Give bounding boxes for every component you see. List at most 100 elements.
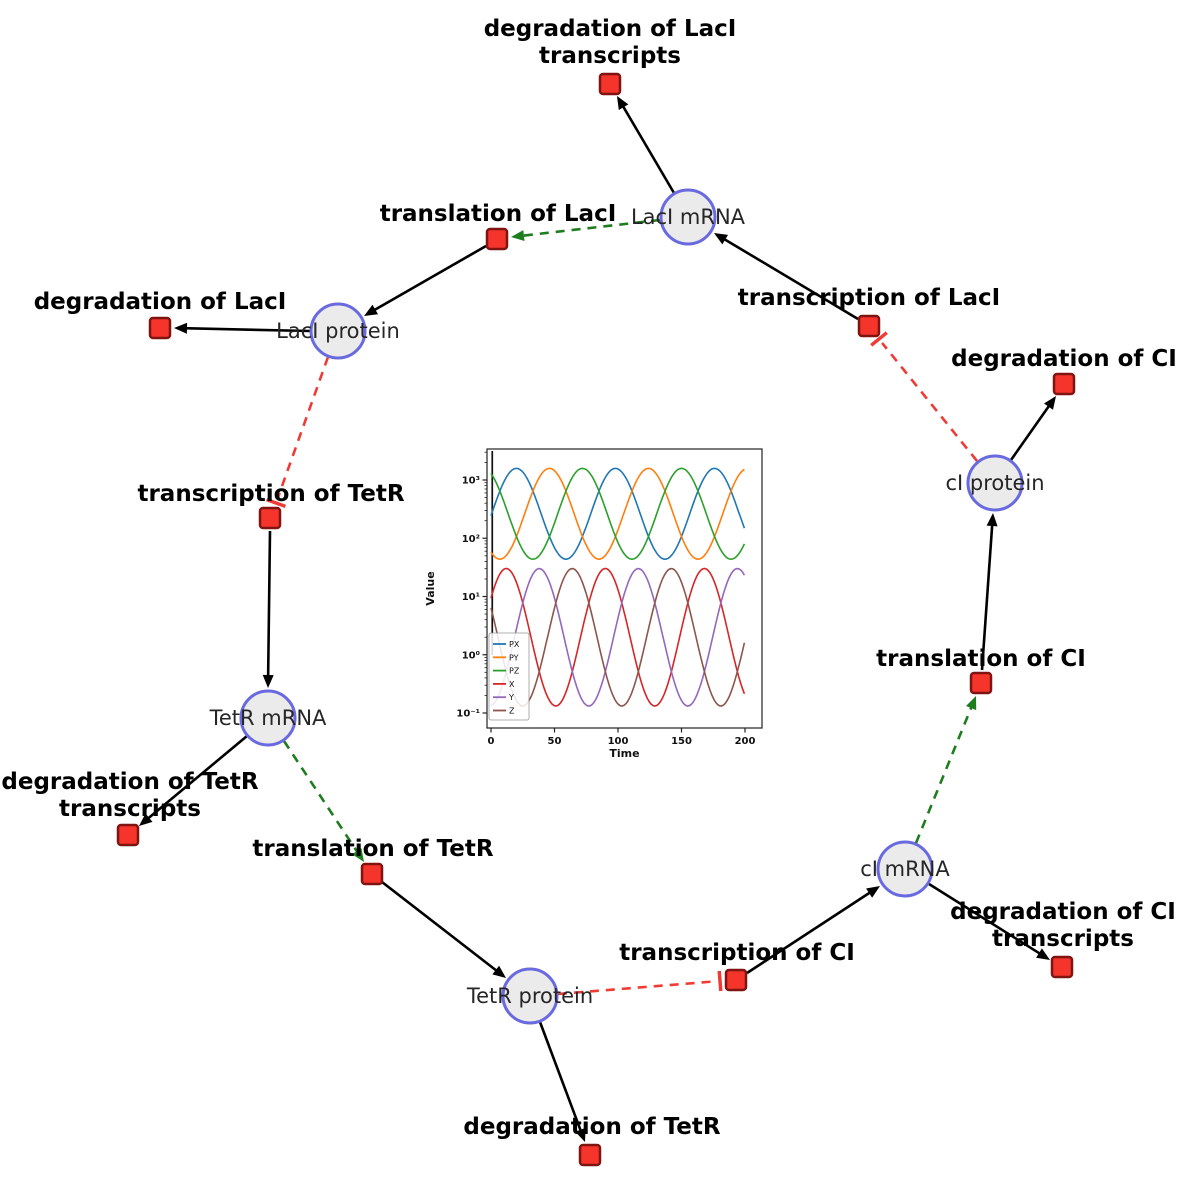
reaction-square-icon[interactable] — [148, 316, 172, 340]
reaction-node-transcription-ci[interactable]: transcription of CI — [619, 940, 855, 992]
reaction-square-icon[interactable] — [598, 72, 622, 96]
reaction-node-degradation-laci[interactable]: degradation of LacI — [34, 289, 287, 340]
reaction-label: degradation of TetR — [463, 1114, 720, 1140]
edge-transcription-tetr-to-tetr-mrna — [262, 530, 274, 688]
edge-ci-protein-inhibits-transcription-laci — [870, 331, 979, 462]
reaction-label: transcription of TetR — [137, 481, 404, 507]
reaction-square-icon[interactable] — [857, 314, 881, 338]
reaction-label: translation of CI — [876, 646, 1086, 672]
species-circle[interactable] — [966, 454, 1024, 512]
legend-label-Y: Y — [508, 693, 514, 702]
species-node-ci-mrna[interactable]: cI mRNA — [860, 840, 950, 898]
species-circle[interactable] — [239, 689, 297, 747]
consumption-edge-line — [145, 735, 248, 822]
reaction-node-degradation-ci[interactable]: degradation of CI — [951, 346, 1177, 396]
arrowhead-icon — [575, 1127, 586, 1142]
production-edge-line — [371, 244, 487, 313]
series-curve-Y — [490, 567, 746, 707]
y-tick-label: 10² — [462, 534, 480, 545]
arrowhead-icon — [617, 96, 629, 110]
reaction-square-icon[interactable] — [116, 823, 140, 847]
reaction-square-icon[interactable] — [969, 671, 993, 695]
series-curve-PY — [490, 467, 745, 561]
edge-transcription-ci-to-ci-mrna — [746, 886, 880, 975]
reaction-node-degradation-tetr[interactable]: degradation of TetR — [463, 1114, 721, 1167]
edge-translation-ci-to-ci-protein — [980, 513, 998, 671]
edge-ci-mrna-to-degradation-transcripts — [928, 882, 1050, 960]
reaction-label: translation of LacI — [380, 201, 617, 227]
y-tick-label: 10⁻¹ — [456, 709, 480, 720]
edge-tetr-mrna-modifies-translation-tetr — [282, 740, 364, 862]
arrowhead-icon — [966, 696, 977, 711]
consumption-edge-line — [620, 103, 676, 194]
legend-label-Z: Z — [509, 707, 515, 716]
arrowhead-icon — [492, 965, 506, 978]
reaction-label: transcription of LacI — [738, 285, 1001, 311]
edge-laci-protein-to-degradation-laci — [174, 322, 311, 334]
arrowhead-icon — [139, 813, 153, 826]
reaction-square-icon[interactable] — [724, 968, 748, 992]
reaction-node-translation-ci[interactable]: translation of CI — [876, 646, 1086, 695]
edge-tetr-mrna-to-degradation-transcripts — [139, 735, 248, 826]
reaction-label: degradation of CI — [951, 346, 1177, 372]
consumption-edge-line — [538, 1021, 584, 1135]
species-node-laci-mrna[interactable]: LacI mRNA — [631, 188, 746, 246]
reaction-node-translation-tetr[interactable]: translation of TetR — [252, 836, 494, 886]
reaction-node-transcription-laci[interactable]: transcription of LacI — [738, 285, 1001, 338]
arrowhead-icon — [1044, 396, 1056, 410]
species-circle[interactable] — [659, 188, 717, 246]
reaction-node-transcription-tetr[interactable]: transcription of TetR — [137, 481, 405, 530]
arrowhead-icon — [511, 230, 525, 241]
species-node-ci-protein[interactable]: cI protein — [945, 454, 1045, 512]
reaction-square-icon[interactable] — [360, 862, 384, 886]
species-circle[interactable] — [876, 840, 934, 898]
arrowhead-icon — [262, 674, 274, 688]
species-node-tetr-mrna[interactable]: TetR mRNA — [209, 689, 327, 747]
y-tick-label: 10³ — [462, 476, 480, 487]
reaction-square-icon[interactable] — [1050, 955, 1074, 979]
species-label: TetR protein — [466, 984, 593, 1008]
species-node-laci-protein[interactable]: LacI protein — [276, 302, 400, 360]
arrowhead-icon — [1036, 948, 1050, 960]
arrowhead-icon — [352, 848, 364, 862]
plot-legend: PX PY PZ XYZ — [488, 632, 530, 721]
reaction-node-translation-laci[interactable]: translation of LacI — [380, 201, 617, 251]
edge-ci-protein-to-degradation-ci — [1009, 396, 1056, 461]
edge-laci-mrna-modifies-translation-laci — [511, 218, 661, 241]
reaction-square-icon[interactable] — [485, 227, 509, 251]
species-node-tetr-protein[interactable]: TetR protein — [466, 967, 593, 1025]
legend-label-PX: PX — [509, 640, 520, 649]
modifier-edge-line — [519, 218, 661, 238]
reaction-square-icon[interactable] — [578, 1143, 602, 1167]
reaction-square-icon[interactable] — [258, 506, 282, 530]
species-label: cI mRNA — [860, 857, 950, 881]
modifier-edge-line — [914, 703, 974, 844]
reaction-label: degradation of LacI — [34, 289, 287, 315]
y-tick-label: 10¹ — [462, 592, 480, 603]
legend-label-PZ: PZ — [509, 667, 520, 676]
legend-label-X: X — [509, 680, 515, 689]
x-tick-label: 100 — [608, 736, 629, 747]
species-label: TetR mRNA — [209, 706, 327, 730]
species-circle[interactable] — [309, 302, 367, 360]
species-circle[interactable] — [501, 967, 559, 1025]
edge-tetr-protein-to-degradation-tetr — [538, 1021, 586, 1142]
edge-transcription-laci-to-laci-mrna — [714, 233, 859, 321]
series-curve-X — [490, 567, 746, 707]
x-tick-label: 150 — [671, 736, 692, 747]
arrowhead-icon — [866, 886, 880, 898]
series-curve-PZ — [490, 467, 746, 561]
production-edge-line — [266, 530, 272, 680]
reaction-square-icon[interactable] — [1052, 372, 1076, 396]
legend-label-PY: PY — [509, 653, 519, 662]
legend-box — [488, 632, 530, 721]
inhibition-tee-bar — [717, 970, 723, 992]
species-label: LacI mRNA — [631, 205, 746, 229]
arrowhead-icon — [986, 513, 998, 527]
